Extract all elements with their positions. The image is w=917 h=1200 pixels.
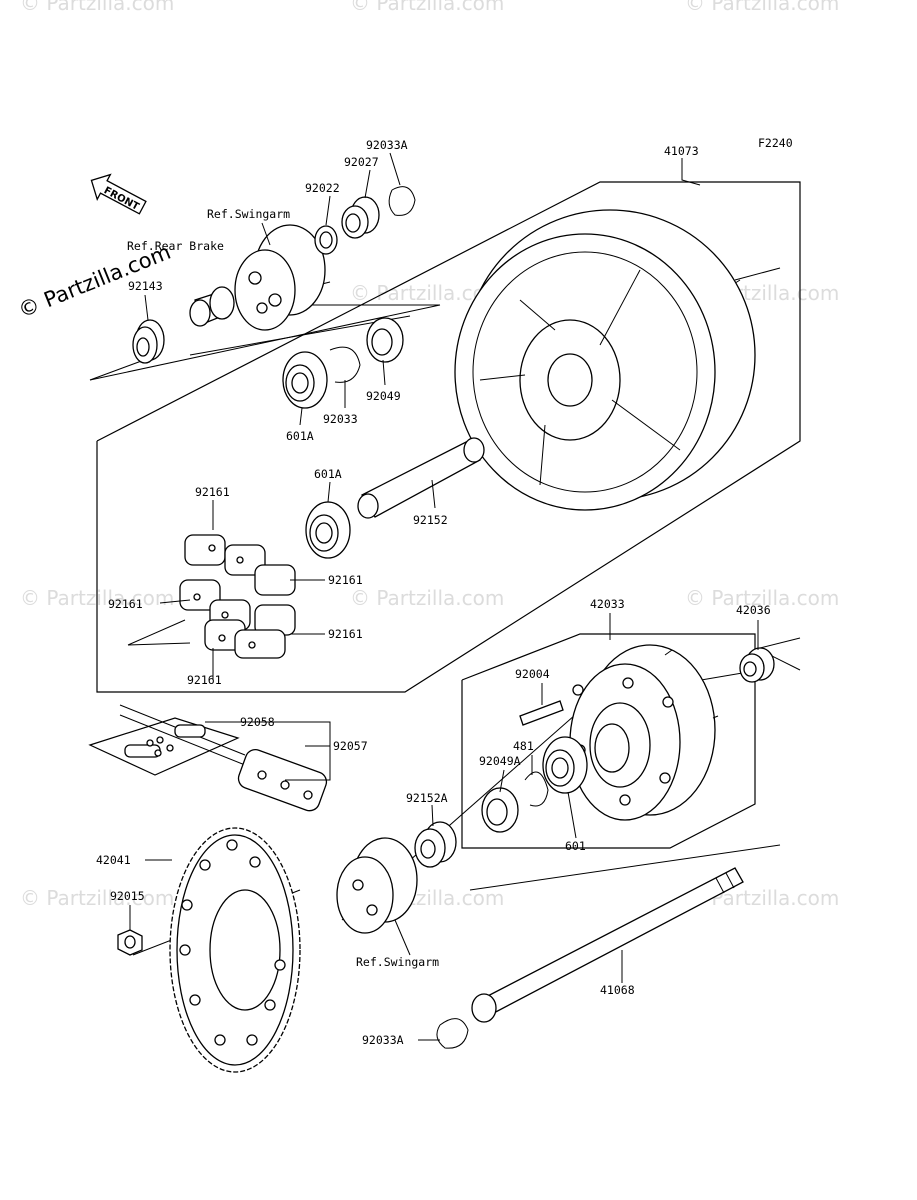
- label-41068[interactable]: 41068: [600, 983, 635, 997]
- sleeve-92152: [357, 437, 485, 519]
- sprocket-carrier-bottom: [336, 837, 418, 934]
- collar-92027: [341, 196, 380, 239]
- label-ref-swingarm-bottom[interactable]: Ref.Swingarm: [356, 955, 439, 969]
- bearing-601: [542, 736, 588, 794]
- stud-92004: [519, 700, 564, 726]
- collar-92152A: [414, 821, 457, 868]
- label-ref-swingarm-top[interactable]: Ref.Swingarm: [207, 207, 290, 221]
- svg-text:© Partzilla.com: © Partzilla.com: [685, 586, 839, 610]
- label-92022[interactable]: 92022: [305, 181, 340, 195]
- washer-92022: [314, 225, 338, 255]
- label-481[interactable]: 481: [513, 739, 534, 753]
- rear-wheel-41073: [454, 209, 756, 511]
- label-92161-bottom[interactable]: 92161: [187, 673, 222, 687]
- oil-seal-92049A: [481, 787, 519, 833]
- label-92049[interactable]: 92049: [366, 389, 401, 403]
- label-92161-right-1[interactable]: 92161: [328, 573, 363, 587]
- label-92015[interactable]: 92015: [110, 889, 145, 903]
- label-92058[interactable]: 92058: [240, 715, 275, 729]
- collar-42036: [739, 647, 775, 683]
- label-601[interactable]: 601: [565, 839, 586, 853]
- label-92027[interactable]: 92027: [344, 155, 379, 169]
- nut-92015: [117, 929, 143, 956]
- label-ref-rear-brake[interactable]: Ref.Rear Brake: [127, 239, 224, 253]
- chain-link-frame: [88, 717, 240, 776]
- oil-seal-92049: [366, 317, 404, 363]
- label-92033A-bottom[interactable]: 92033A: [362, 1033, 404, 1047]
- front-arrow-icon: FRONT: [90, 173, 147, 215]
- label-92033A-top[interactable]: 92033A: [366, 138, 408, 152]
- leader-lines: [129, 152, 759, 1041]
- collar-92143: [132, 319, 165, 364]
- label-601A-upper[interactable]: 601A: [286, 429, 314, 443]
- label-41073[interactable]: 41073: [664, 144, 699, 158]
- rear-sprocket-42041: [169, 827, 301, 1073]
- circlip-92033A-bottom: [436, 1018, 469, 1049]
- spacer-collar: [189, 286, 235, 327]
- axle-41068: [471, 867, 744, 1023]
- label-92033[interactable]: 92033: [323, 412, 358, 426]
- label-92049A[interactable]: 92049A: [479, 754, 521, 768]
- label-92143[interactable]: 92143: [128, 279, 163, 293]
- label-92161-top[interactable]: 92161: [195, 485, 230, 499]
- part-labels: 41073 92033A 92027 92022 Ref.Swingarm Re…: [96, 138, 771, 1047]
- label-42033[interactable]: 42033: [590, 597, 625, 611]
- wheel-damper-set-92161: [179, 534, 296, 659]
- label-601A-lower[interactable]: 601A: [314, 467, 342, 481]
- watermark-grid: © Partzilla.com © Partzilla.com © Partzi…: [20, 0, 839, 910]
- label-92057[interactable]: 92057: [333, 739, 368, 753]
- label-92152[interactable]: 92152: [413, 513, 448, 527]
- label-42036[interactable]: 42036: [736, 603, 771, 617]
- svg-text:© Partzilla.com: © Partzilla.com: [685, 0, 839, 15]
- bearing-601A-upper: [282, 351, 328, 409]
- svg-text:© Partzilla.com: © Partzilla.com: [20, 0, 174, 15]
- label-92161-right-2[interactable]: 92161: [328, 627, 363, 641]
- label-42041[interactable]: 42041: [96, 853, 131, 867]
- figure-code: F2240: [758, 136, 793, 150]
- sprocket-carrier-top: [234, 224, 326, 331]
- circlip-481: [524, 771, 549, 807]
- svg-text:© Partzilla.com: © Partzilla.com: [350, 586, 504, 610]
- drive-chain-92057: [119, 704, 328, 812]
- hub-42033: [569, 644, 719, 821]
- circlip-92033A-top: [388, 186, 416, 216]
- label-92004[interactable]: 92004: [515, 667, 550, 681]
- hub-assembly-frame: [461, 633, 756, 849]
- svg-text:© Partzilla.com: © Partzilla.com: [350, 0, 504, 15]
- label-92152A[interactable]: 92152A: [406, 791, 448, 805]
- bearing-601A-lower: [305, 501, 351, 559]
- label-92161-left[interactable]: 92161: [108, 597, 143, 611]
- svg-text:© Partzilla.com: © Partzilla.com: [20, 886, 174, 910]
- wheel-assembly-frame: [96, 181, 801, 693]
- master-link-92058: [124, 724, 206, 758]
- circlip-92033: [329, 346, 361, 383]
